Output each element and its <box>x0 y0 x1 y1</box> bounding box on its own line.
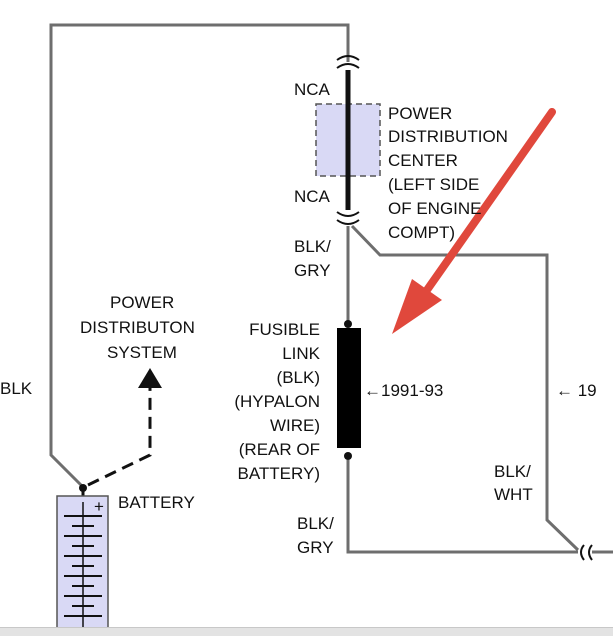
pds-label-line2: DISTRIBUTON <box>80 318 195 337</box>
pdc-label-line5: OF ENGINE <box>388 199 482 218</box>
pdc-label-line4: (LEFT SIDE <box>388 175 479 194</box>
fusible-label-line6: (REAR OF <box>239 440 320 459</box>
fusible-link-bottom-dot <box>344 452 352 460</box>
power-distribution-arrow-head <box>138 368 162 388</box>
window-bottom-edge <box>0 627 613 636</box>
fusible-label-line1: FUSIBLE <box>249 320 320 339</box>
nca-connector-bottom <box>336 211 360 225</box>
pdc-label-line2: DISTRIBUTION <box>388 127 508 146</box>
blk-gry-top-label-2: GRY <box>294 261 331 280</box>
year-fusible-label: ←1991-93 <box>364 381 443 400</box>
battery-label: BATTERY <box>118 493 195 512</box>
blk-gry-bottom-label-1: BLK/ <box>297 514 334 533</box>
nca-top-label: NCA <box>294 80 331 99</box>
blk-wht-label-2: WHT <box>494 485 533 504</box>
fusible-link-top-dot <box>344 320 352 328</box>
right-connector <box>580 544 593 561</box>
pds-label-line1: POWER <box>110 293 174 312</box>
fusible-label-line5: WIRE) <box>270 416 320 435</box>
pdc-junction-dot <box>345 137 351 143</box>
nca-connector-top <box>336 55 360 69</box>
battery-plus-sign: + <box>94 497 104 516</box>
pds-label-line3: SYSTEM <box>107 343 177 362</box>
blk-gry-top-label-1: BLK/ <box>294 237 331 256</box>
year-right-label: ← 19 <box>556 381 597 400</box>
red-pointer-arrow-shaft <box>416 108 556 304</box>
fusible-label-line2: LINK <box>282 344 320 363</box>
branch-wire-right <box>350 224 580 552</box>
nca-bottom-label: NCA <box>294 187 331 206</box>
red-pointer-arrow-head <box>392 279 442 334</box>
blk-gry-wire-bottom <box>346 460 578 554</box>
pdc-label-line6: COMPT) <box>388 223 455 242</box>
fusible-label-line4: (HYPALON <box>234 392 320 411</box>
pdc-label-line1: POWER <box>388 104 452 123</box>
blk-gry-bottom-label-2: GRY <box>297 538 334 557</box>
fusible-label-line3: (BLK) <box>277 368 320 387</box>
blk-left-label: BLK <box>0 379 33 398</box>
blk-wht-label-1: BLK/ <box>494 462 531 481</box>
pdc-label-line3: CENTER <box>388 151 458 170</box>
power-distribution-dashed-arrow <box>87 385 152 487</box>
fusible-link <box>337 328 361 448</box>
fusible-label-line7: BATTERY) <box>238 464 321 483</box>
blk-wire-left-loop <box>49 23 350 489</box>
